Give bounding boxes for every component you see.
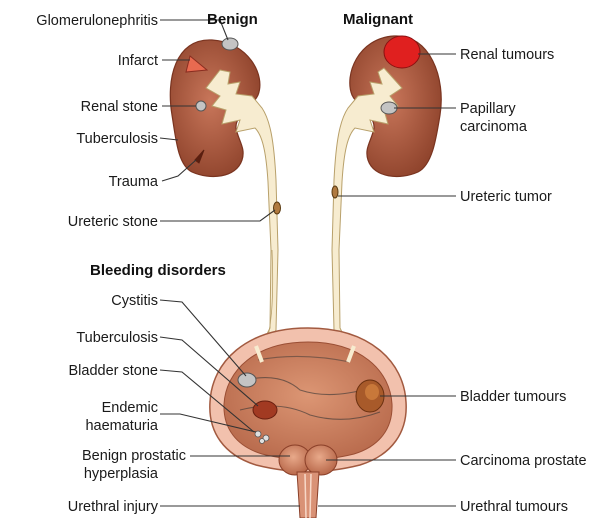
label-endemic-line1: Endemic [102, 400, 158, 416]
label-infarct: Infarct [118, 53, 158, 69]
label-glomerulonephritis: Glomerulonephritis [36, 13, 158, 29]
label-urethral-injury: Urethral injury [68, 499, 159, 515]
label-carcinoma-prostate: Carcinoma prostate [460, 453, 587, 469]
ureteric-tumor-lesion [332, 186, 338, 198]
renal-tumour-mass [384, 36, 420, 68]
label-ureteric-tumor: Ureteric tumor [460, 189, 552, 205]
label-endemic-line2: haematuria [85, 418, 158, 434]
tuberculosis-bladder-lesion [253, 401, 277, 419]
label-bladder-tumours: Bladder tumours [460, 389, 566, 405]
urethra [297, 472, 319, 518]
ureteric-stone [274, 202, 281, 214]
label-renal-tumours: Renal tumours [460, 47, 554, 63]
label-cystitis: Cystitis [111, 293, 158, 309]
label-tuberculosis-kidney: Tuberculosis [76, 131, 158, 147]
label-bph-line2: hyperplasia [84, 466, 159, 482]
bladder-tumour-mass [356, 380, 384, 412]
label-trauma: Trauma [109, 174, 159, 190]
label-tuberculosis-bladder: Tuberculosis [76, 330, 158, 346]
renal-stone-left [196, 101, 206, 111]
cystitis-lesion [238, 373, 256, 387]
label-renal-stone: Renal stone [81, 99, 158, 115]
label-papillary-line2: carcinoma [460, 119, 528, 135]
heading-benign: Benign [207, 11, 258, 28]
label-papillary-line1: Papillary [460, 101, 516, 117]
glomerulonephritis-lesion [222, 38, 238, 50]
heading-malignant: Malignant [343, 11, 413, 28]
label-urethral-tumours: Urethral tumours [460, 499, 568, 515]
label-bph-line1: Benign prostatic [82, 448, 186, 464]
label-ureteric-stone: Ureteric stone [68, 214, 158, 230]
label-bladder-stone: Bladder stone [69, 363, 158, 379]
heading-bleeding-disorders: Bleeding disorders [90, 262, 226, 279]
